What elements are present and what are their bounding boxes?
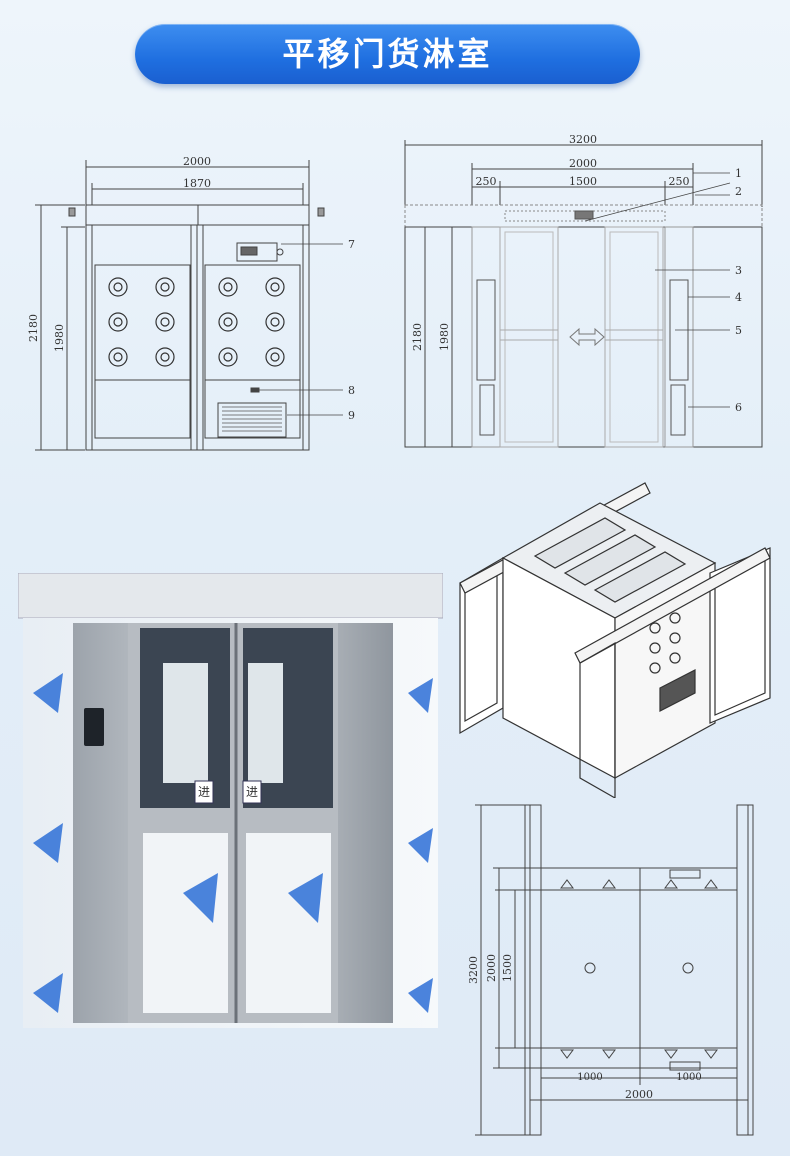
callout-7: 7	[348, 238, 355, 251]
isometric-drawing	[459, 482, 771, 798]
product-photo: 进 进	[18, 573, 443, 1028]
callout-5: 5	[735, 324, 742, 337]
page-title: 平移门货淋室	[135, 24, 640, 84]
side-view-drawing: 3200 2000 250 1500 250 2180 1980 1 2 3 4…	[404, 133, 763, 448]
side-dim-height-inner: 1980	[438, 323, 451, 351]
dim-height-inner: 1980	[53, 324, 66, 352]
front-view-drawing: 2000 1870 2180 1980 7 8 9	[27, 155, 355, 451]
side-dim-right: 250	[669, 175, 690, 188]
dim-height-outer: 2180	[27, 314, 40, 342]
callout-3: 3	[735, 264, 742, 277]
dim-width-inner: 1870	[183, 177, 211, 190]
dim-width-outer: 2000	[183, 155, 211, 168]
door-sign-left: 进	[198, 785, 210, 799]
door-sign-right: 进	[246, 785, 258, 799]
plan-view-drawing: 3200 2000 1500 1000 1000 2000	[467, 804, 754, 1136]
plan-dim-half-left: 1000	[577, 1072, 602, 1083]
callout-1: 1	[735, 167, 742, 180]
side-dim-left: 250	[476, 175, 497, 188]
side-dim-total: 3200	[569, 133, 597, 146]
side-dim-body: 2000	[569, 157, 597, 170]
callout-9: 9	[348, 409, 355, 422]
plan-dim-total: 3200	[467, 956, 480, 984]
plan-dim-door: 1500	[501, 954, 514, 982]
callout-4: 4	[735, 291, 742, 304]
callout-8: 8	[348, 384, 355, 397]
callout-6: 6	[735, 401, 742, 414]
plan-dim-bottom: 2000	[625, 1088, 653, 1101]
side-dim-door: 1500	[569, 175, 597, 188]
plan-dim-half-right: 1000	[676, 1072, 701, 1083]
callout-2: 2	[735, 185, 742, 198]
plan-dim-body: 2000	[485, 954, 498, 982]
side-dim-height-outer: 2180	[411, 323, 424, 351]
